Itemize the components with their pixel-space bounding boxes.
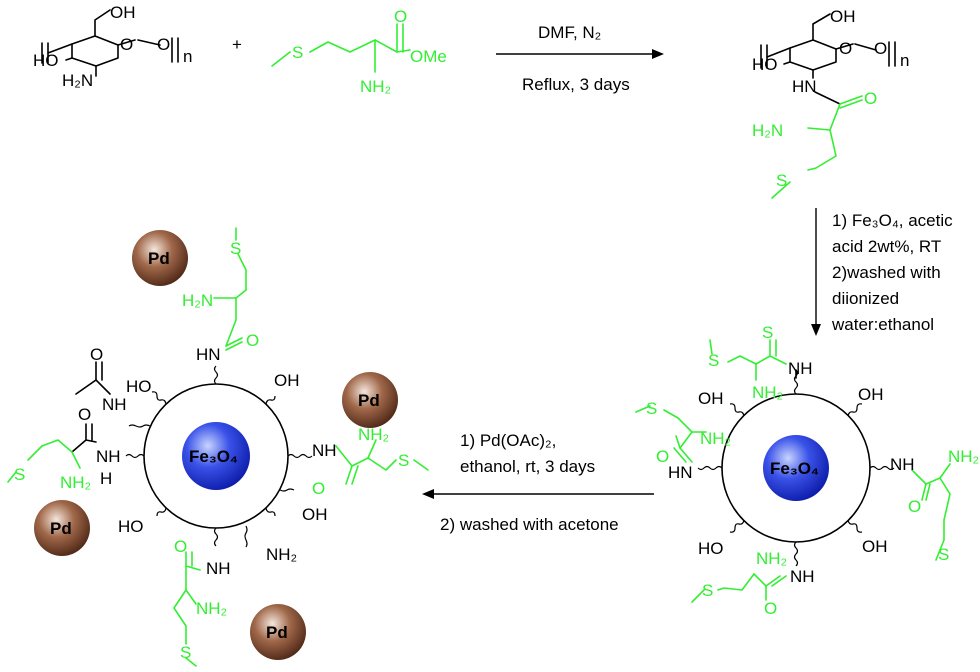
- bottom-carbonyl-o-label: O: [764, 599, 777, 618]
- fe3o4-core: [182, 422, 250, 490]
- repeat-n-label: n: [900, 51, 909, 70]
- step2-arrow: 1) Fe₃O₄, acetic acid 2wt%, RT 2)washed …: [811, 208, 953, 336]
- bottom-nh2-label: NH₂: [196, 599, 227, 618]
- top-carbonyl-o-label: S: [762, 323, 773, 342]
- core-label: Fe₃O₄: [189, 447, 238, 466]
- pd-label: Pd: [358, 391, 380, 410]
- right-carbonyl-o-label: O: [312, 479, 325, 498]
- top-sulfur-label: S: [230, 239, 241, 258]
- bottom-sulfur-label: S: [180, 643, 191, 662]
- left-sulfur-label: S: [14, 465, 25, 484]
- step3-line-2: ethanol, rt, 3 days: [460, 457, 595, 476]
- left-nh2-label: NH₂: [700, 429, 731, 448]
- left-amide-nh-label: NH: [96, 447, 121, 466]
- bottom-amide-nh-label: NH: [790, 567, 815, 586]
- bottom-amide-nh-label: NH: [206, 559, 231, 578]
- glycosidic-oxygen-label: O: [157, 35, 170, 54]
- step2-line-5: water:ethanol: [831, 315, 934, 334]
- step1-arrow: DMF, N₂ Reflux, 3 days: [496, 23, 664, 94]
- methoxy-label: OMe: [410, 47, 447, 66]
- sulfur-label: S: [292, 43, 303, 62]
- amine-label: H₂N: [752, 121, 783, 140]
- acetamide-nh-label: NH: [102, 395, 127, 414]
- chitosan-structure: OH HO H₂N O O n: [33, 3, 192, 90]
- step1-conditions-top: DMF, N₂: [538, 23, 601, 42]
- left-amide-h-label: H: [100, 469, 112, 488]
- pd-loaded-nanoparticle: Fe₃O₄ HN O H₂N S HO OH O NH: [7, 227, 429, 667]
- lower-right-hydroxyl-label: OH: [862, 537, 888, 556]
- core-label: Fe₃O₄: [770, 459, 819, 478]
- acetyl-oxygen-label: O: [90, 345, 103, 364]
- right-amide-nh-label: NH: [890, 455, 915, 474]
- top-sulfur-label: S: [708, 351, 719, 370]
- step2-line-1: 1) Fe₃O₄, acetic: [832, 211, 953, 230]
- right-nh2-label: NH₂: [948, 447, 979, 466]
- upper-left-hydroxyl-label: HO: [126, 377, 152, 396]
- sulfur-label: S: [776, 171, 787, 190]
- left-carbonyl-o-label: O: [656, 447, 669, 466]
- step2-line-3: 2)washed with: [832, 263, 941, 282]
- top-amide-hn-label: HN: [196, 345, 221, 364]
- hydroxymethyl-label: OH: [110, 3, 136, 22]
- right-amide-nh-label: NH: [312, 441, 337, 460]
- step2-line-4: diionized: [832, 289, 899, 308]
- fe3o4-core: [763, 435, 829, 501]
- pd-label: Pd: [148, 249, 170, 268]
- left-carbonyl-o-label: O: [78, 405, 91, 424]
- bottom-sulfur-label: S: [702, 581, 713, 600]
- pd-particle-bottom: Pd: [250, 604, 306, 660]
- repeat-n-label: n: [183, 47, 192, 66]
- right-nh2-label: NH₂: [358, 425, 389, 444]
- upper-left-hydroxyl-label: OH: [698, 389, 724, 408]
- amine-label: NH₂: [360, 77, 391, 96]
- glycosidic-oxygen-label: O: [874, 39, 887, 58]
- product1-structure: OH HO O O n HN O H₂N S: [752, 7, 909, 199]
- step3-arrow: 1) Pd(OAc)₂, ethanol, rt, 3 days 2) wash…: [422, 431, 654, 534]
- right-sulfur-label: S: [398, 451, 409, 470]
- hydroxyl-label: HO: [33, 51, 59, 70]
- bottom-nh2-label: NH₂: [756, 549, 787, 568]
- pd-label: Pd: [50, 519, 72, 538]
- lower-right-nh2-label: NH₂: [266, 545, 297, 564]
- step3-line-1: 1) Pd(OAc)₂,: [460, 431, 556, 450]
- step2-line-2: acid 2wt%, RT: [832, 237, 941, 256]
- right-hydroxyl-label: OH: [302, 505, 328, 524]
- amine-label: H₂N: [62, 71, 93, 90]
- pd-particle-left: Pd: [34, 500, 90, 556]
- upper-right-hydroxyl-label: OH: [274, 371, 300, 390]
- plus-sign: +: [232, 35, 242, 54]
- left-nh2-label: NH₂: [60, 473, 91, 492]
- right-carbonyl-o-label: O: [908, 497, 921, 516]
- pd-particle-right: Pd: [342, 372, 398, 428]
- amide-oxygen-label: O: [864, 89, 877, 108]
- lower-left-hydroxyl-label: HO: [698, 539, 724, 558]
- hydroxymethyl-label: OH: [830, 7, 856, 26]
- top-h2n-label: H₂N: [182, 291, 213, 310]
- step3-line-3: 2) washed with acetone: [440, 515, 619, 534]
- pd-label: Pd: [266, 623, 288, 642]
- functionalized-nanoparticle: Fe₃O₄ NH S NH₂ S OH OH HN O NH₂ S: [635, 323, 979, 618]
- ring-oxygen-label: O: [120, 35, 133, 54]
- top-nh2-label: NH₂: [752, 383, 783, 402]
- pd-particle-top: Pd: [132, 230, 188, 286]
- hydroxyl-label: HO: [752, 55, 778, 74]
- right-sulfur-label: S: [938, 545, 949, 564]
- lower-left-hydroxyl-label: HO: [118, 517, 144, 536]
- amide-nh-label: HN: [792, 77, 817, 96]
- left-amide-hn-label: HN: [668, 463, 693, 482]
- upper-right-hydroxyl-label: OH: [858, 385, 884, 404]
- step1-conditions-bottom: Reflux, 3 days: [522, 75, 630, 94]
- top-amide-nh-label: NH: [788, 359, 813, 378]
- top-carbonyl-o-label: O: [246, 331, 259, 350]
- methionine-methyl-ester: S O OMe NH₂: [271, 7, 447, 96]
- ring-oxygen-label: O: [839, 39, 852, 58]
- carbonyl-oxygen-label: O: [394, 7, 407, 26]
- bottom-carbonyl-o-label: O: [174, 537, 187, 556]
- left-sulfur-label: S: [646, 399, 657, 418]
